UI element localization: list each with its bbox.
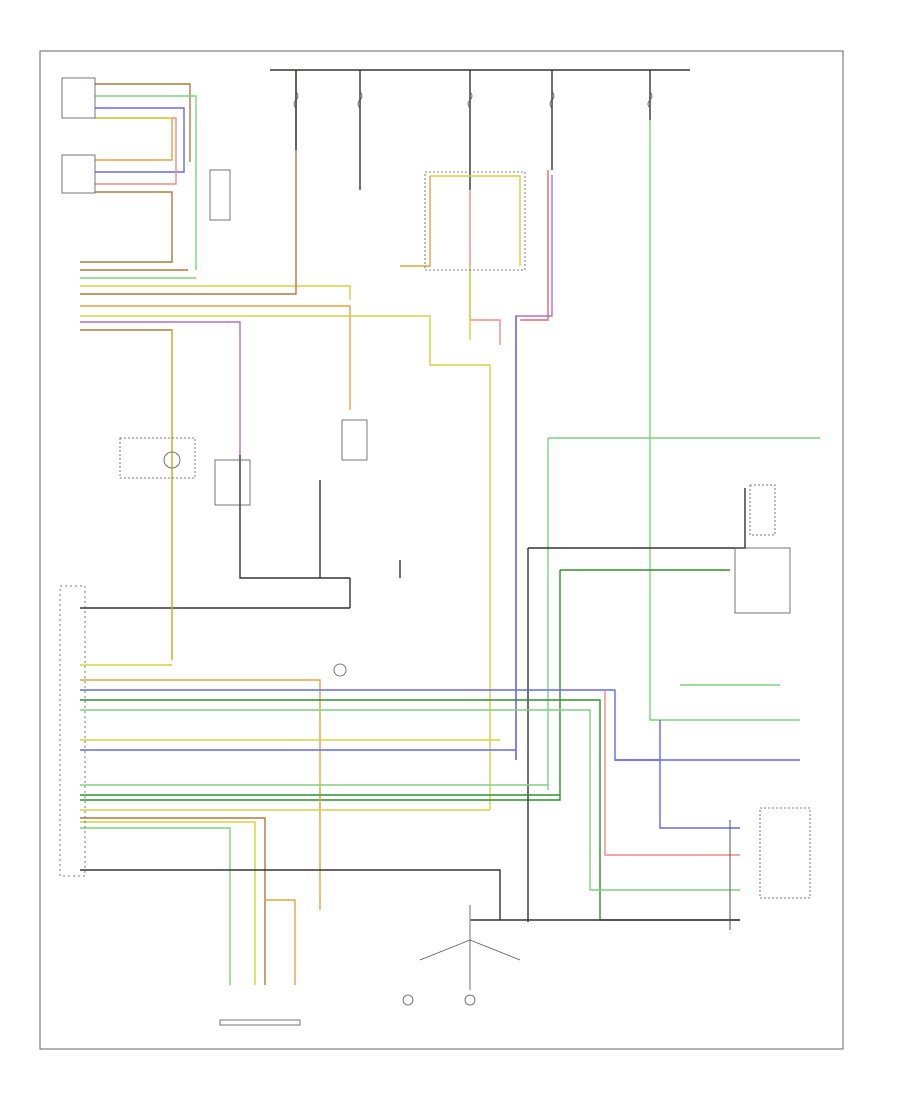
fuse-5 [647, 91, 653, 109]
wire-brown-long-1 [80, 191, 173, 263]
wire-yellow-harness [80, 285, 351, 300]
sensor-circle [163, 451, 181, 469]
wire-green-top-1 [95, 95, 197, 270]
component-box-mid-3 [341, 419, 368, 461]
switch-center [419, 939, 521, 961]
wire-pink-right [604, 690, 740, 856]
wire-brown-top-1 [95, 83, 191, 162]
wire-orange-ecu [80, 679, 321, 910]
wire-green-right-1 [649, 120, 800, 721]
ecu-connector [59, 585, 86, 877]
wire-relay-yellow [430, 175, 521, 266]
wire-orange-harness [80, 305, 351, 410]
wire-blue-ecu [80, 689, 800, 761]
component-box-mid [119, 437, 196, 479]
switch-right-1 [749, 484, 776, 536]
relay-box [424, 171, 526, 271]
fuse-2 [357, 91, 363, 109]
bottom-connector [219, 1019, 301, 1026]
wire-yellow-ecu-4 [80, 821, 256, 985]
wire-brown-harness [80, 70, 297, 295]
wire-brown-ecu [80, 817, 266, 985]
switch-right-3 [759, 807, 811, 899]
wires-group [80, 69, 820, 990]
wire-green-ecu-2 [80, 709, 740, 891]
ground-symbol-1 [402, 994, 414, 1006]
wire-brown-harness-2 [80, 329, 173, 660]
component-box-mid-2 [214, 459, 251, 506]
sensor-small [333, 663, 347, 677]
component-top-left-1 [61, 77, 96, 119]
wire-orange-top-1 [95, 118, 173, 161]
wire-orange-ecu-2 [265, 899, 296, 985]
wire-yellow-green [80, 315, 491, 810]
wire-relay-orange [400, 176, 431, 267]
wire-relay-pink [469, 190, 501, 345]
fuse-4 [549, 91, 555, 109]
wire-green-ecu-5 [80, 827, 231, 985]
wire-blue-right [659, 720, 740, 829]
diagram-frame [39, 50, 844, 1050]
wire-green-right-5 [80, 570, 561, 801]
component-top-left-2 [61, 154, 96, 194]
wire-black-bottom-1 [80, 869, 501, 920]
fuse-1 [293, 91, 299, 109]
wire-relay-violet [515, 175, 553, 760]
ground-symbol-2 [464, 994, 476, 1006]
wire-blue-top-1 [95, 107, 185, 173]
switch-box-left [209, 169, 231, 221]
wire-black-right-1 [528, 488, 746, 549]
fuse-3 [467, 91, 473, 109]
wire-pink-top-1 [95, 117, 177, 185]
switch-right-2 [734, 547, 791, 614]
components-group [59, 77, 811, 1026]
wire-violet-harness [80, 321, 241, 455]
wire-relay-red [520, 170, 549, 321]
wire-black-mid-1 [239, 455, 350, 579]
